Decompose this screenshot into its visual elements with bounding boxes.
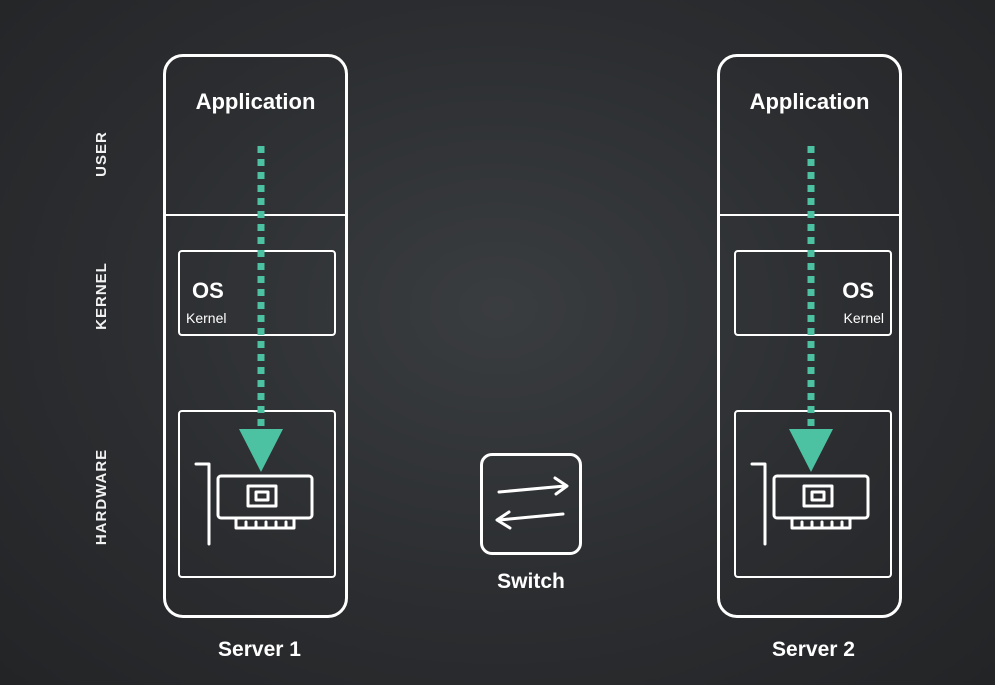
switch-label: Switch [497, 570, 565, 593]
network-card-icon [194, 462, 314, 546]
os-kernel-box: OS Kernel [734, 250, 892, 336]
hardware-box [178, 410, 336, 578]
server-1: Application OS Kernel [163, 54, 348, 618]
switch-icon [480, 453, 582, 555]
os-title: OS [192, 278, 224, 303]
application-label: Application [749, 89, 870, 114]
network-card-icon [750, 462, 870, 546]
os-kernel-box: OS Kernel [178, 250, 336, 336]
application-label: Application [195, 89, 316, 114]
data-path-server-1 [239, 146, 283, 472]
server-1-name: Server 1 [218, 638, 301, 661]
server-2-name: Server 2 [772, 638, 855, 661]
os-subtitle: Kernel [843, 310, 884, 326]
data-path-server-2 [789, 146, 833, 472]
os-title: OS [842, 278, 874, 303]
user-kernel-divider [166, 214, 345, 216]
os-subtitle: Kernel [186, 310, 227, 326]
